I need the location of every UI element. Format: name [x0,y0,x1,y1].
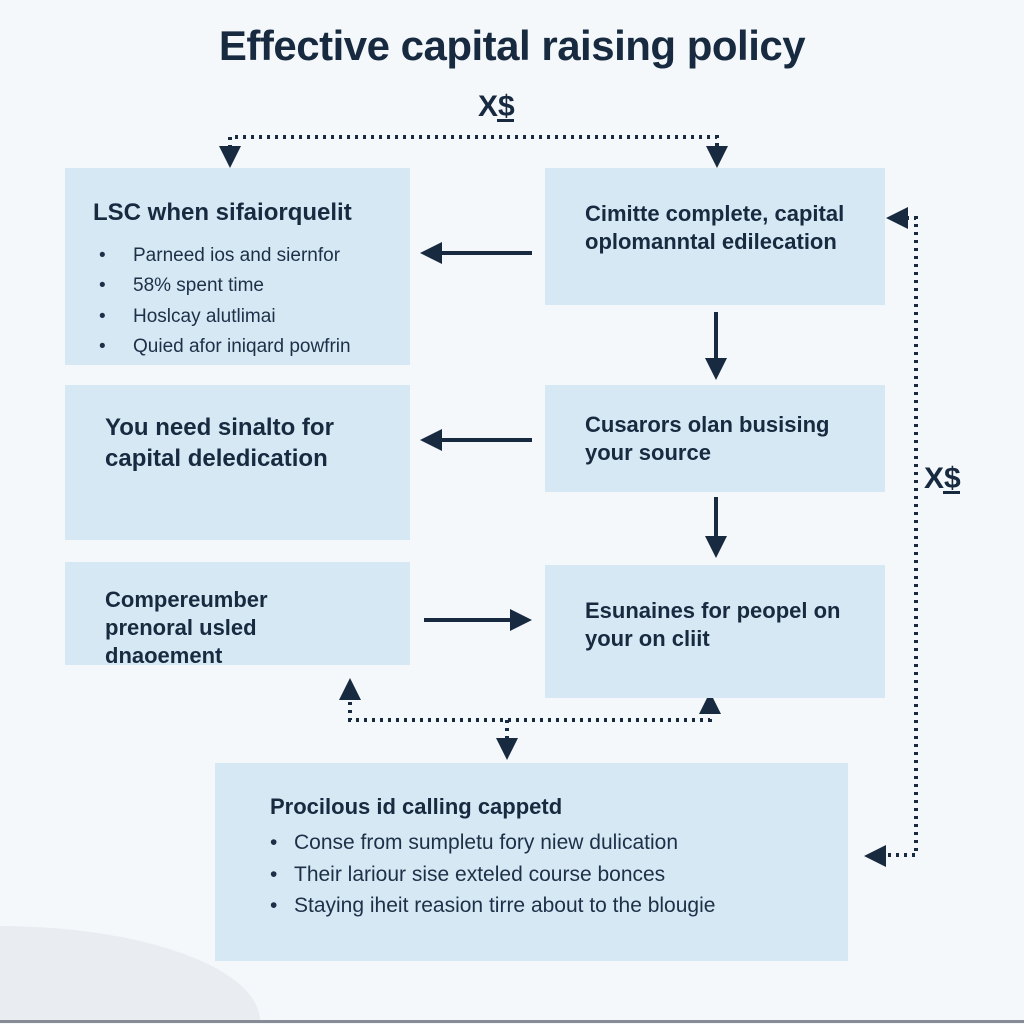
box-heading: Compereumber prenoral usled dnaoement [105,587,268,669]
bullet-text: Parneed ios and siernfor [133,244,341,266]
box-heading: Cusarors olan busising your source [585,412,830,466]
bullet-list: • Conse from sumpletu fory niew dulicatio… [270,827,818,922]
bullet-icon: • [270,894,278,918]
box-heading: You need sinalto for capital deledicatio… [105,414,334,472]
arrow-topright-to-midright [705,312,727,380]
top-split-connector [219,135,728,168]
arrow-lowleft-to-lowright [424,609,532,631]
bullet-icon: • [99,244,106,266]
top-connector-label: X$ [478,90,515,123]
flow-box-mid-right: Cusarors olan busising your source [545,385,885,492]
flow-box-bottom: Procilous id calling cappetd • Conse from… [215,763,848,961]
box-heading: Cimitte complete, capital oplomanntal ed… [585,201,845,255]
bullet-text: Quied afor iniqard powfrin [133,335,351,357]
arrow-down-icon [706,146,728,168]
arrow-down-icon [705,536,727,558]
arrow-down-icon [496,738,518,760]
flow-box-low-left: Compereumber prenoral usled dnaoement [65,562,410,668]
bottom-loop-connector [339,678,721,760]
box-heading: Esunaines for peopel on your on cliit [585,598,841,652]
flow-box-low-right: Esunaines for peopel on your on cliit [545,565,885,698]
arrow-up-icon [699,692,721,714]
bullet-icon: • [270,831,278,855]
arrow-topright-to-topleft [420,242,532,264]
bullet-icon: • [270,862,278,886]
arrow-left-icon [886,207,908,229]
bullet-text: Staying iheit reasion tirre about to the… [294,894,716,918]
flow-box-mid-left: You need sinalto for capital deledicatio… [65,385,410,540]
bullet-text: Conse from sumpletu fory niew dulication [294,831,679,855]
arrow-right-icon [510,609,532,631]
arrow-midright-to-lowright [705,497,727,558]
bullet-icon: • [99,275,106,297]
arrow-down-icon [219,146,241,168]
arrow-up-icon [339,678,361,700]
arrow-midright-to-midleft [420,429,532,451]
bullet-text: 58% spent time [133,275,264,297]
bullet-icon: • [99,305,106,327]
bullet-text: Their lariour sise exteled course bonces [294,862,666,886]
bullet-text: Hoslcay alutlimai [133,305,276,327]
flow-box-top-right: Cimitte complete, capital oplomanntal ed… [545,168,885,305]
arrow-left-icon [864,845,886,867]
list-item: • Their lariour sise exteled course bonce… [270,859,818,891]
list-item: • Quied afor iniqard powfrin [93,332,390,362]
list-item: • Conse from sumpletu fory niew dulicatio… [270,827,818,859]
list-item: • 58% spent time [93,271,390,301]
right-connector-label: X$ [924,462,961,495]
list-item: • Staying iheit reasion tirre about to th… [270,890,818,922]
box-heading: LSC when sifaiorquelit [93,199,352,226]
bottom-border-line [0,1020,1024,1023]
list-item: • Hoslcay alutlimai [93,302,390,332]
bullet-icon: • [99,335,106,357]
arrow-left-icon [420,242,442,264]
arrow-down-icon [705,358,727,380]
bullet-list: • Parneed ios and siernfor • 58% spent tim… [93,241,390,363]
right-feedback-connector [864,207,918,867]
box-heading: Procilous id calling cappetd [270,794,563,819]
arrow-left-icon [420,429,442,451]
page-title: Effective capital raising policy [218,22,806,69]
flow-box-top-left: LSC when sifaiorquelit • Parneed ios and … [65,168,410,365]
list-item: • Parneed ios and siernfor [93,241,390,271]
